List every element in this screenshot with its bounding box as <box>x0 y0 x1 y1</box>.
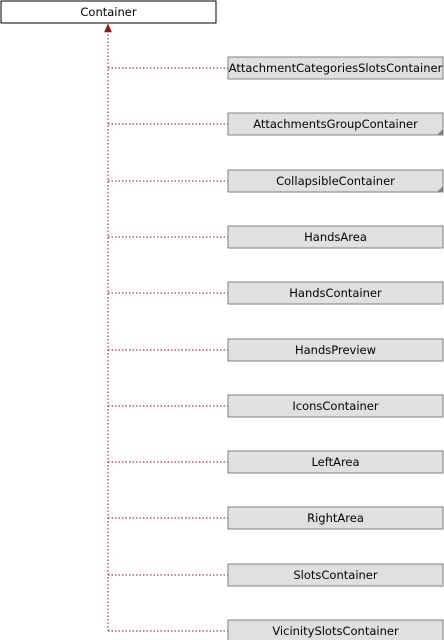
derived-class-box <box>227 112 444 136</box>
derived-class-box <box>227 169 444 193</box>
derived-class-box <box>227 225 444 249</box>
derived-class-label: HandsArea <box>304 230 367 244</box>
derived-class-box <box>227 563 444 587</box>
derived-class-box <box>227 506 444 530</box>
derived-class-label: IconsContainer <box>292 399 378 413</box>
derived-class-label: SlotsContainer <box>293 568 378 582</box>
derived-class-node[interactable]: SlotsContainer <box>227 563 444 587</box>
derived-class-label: AttachmentsGroupContainer <box>253 117 418 131</box>
derived-class-node[interactable]: IconsContainer <box>227 394 444 418</box>
derived-class-label: VicinitySlotsContainer <box>272 624 399 638</box>
inheritance-arrowhead <box>104 23 112 33</box>
derived-class-label: RightArea <box>307 511 364 525</box>
derived-class-node[interactable]: LeftArea <box>227 450 444 474</box>
derived-class-node[interactable]: HandsPreview <box>227 338 444 362</box>
derived-class-node[interactable]: VicinitySlotsContainer <box>227 619 444 640</box>
root-class-node[interactable]: Container <box>0 0 217 24</box>
derived-class-node[interactable]: RightArea <box>227 506 444 530</box>
derived-class-box <box>227 394 444 418</box>
derived-class-label: AttachmentCategoriesSlotsContainer <box>229 61 443 75</box>
derived-class-box <box>227 338 444 362</box>
derived-class-label: CollapsibleContainer <box>276 174 395 188</box>
derived-class-node[interactable]: HandsArea <box>227 225 444 249</box>
derived-class-label: HandsPreview <box>295 343 376 357</box>
derived-class-box <box>227 281 444 305</box>
derived-class-node[interactable]: AttachmentCategoriesSlotsContainer <box>227 56 444 80</box>
derived-class-label: HandsContainer <box>289 286 382 300</box>
derived-class-box <box>227 450 444 474</box>
derived-class-node[interactable]: CollapsibleContainer <box>227 169 444 193</box>
derived-class-list: AttachmentCategoriesSlotsContainerAttach… <box>227 56 444 640</box>
root-class-label: Container <box>80 5 136 19</box>
has-more-children-marker <box>437 129 443 135</box>
derived-class-box <box>227 619 444 640</box>
derived-class-box <box>227 56 444 80</box>
has-more-children-marker <box>437 186 443 192</box>
derived-class-node[interactable]: AttachmentsGroupContainer <box>227 112 444 136</box>
inheritance-edges <box>104 23 228 632</box>
derived-class-node[interactable]: HandsContainer <box>227 281 444 305</box>
root-class-box <box>0 0 217 24</box>
derived-class-label: LeftArea <box>311 455 359 469</box>
